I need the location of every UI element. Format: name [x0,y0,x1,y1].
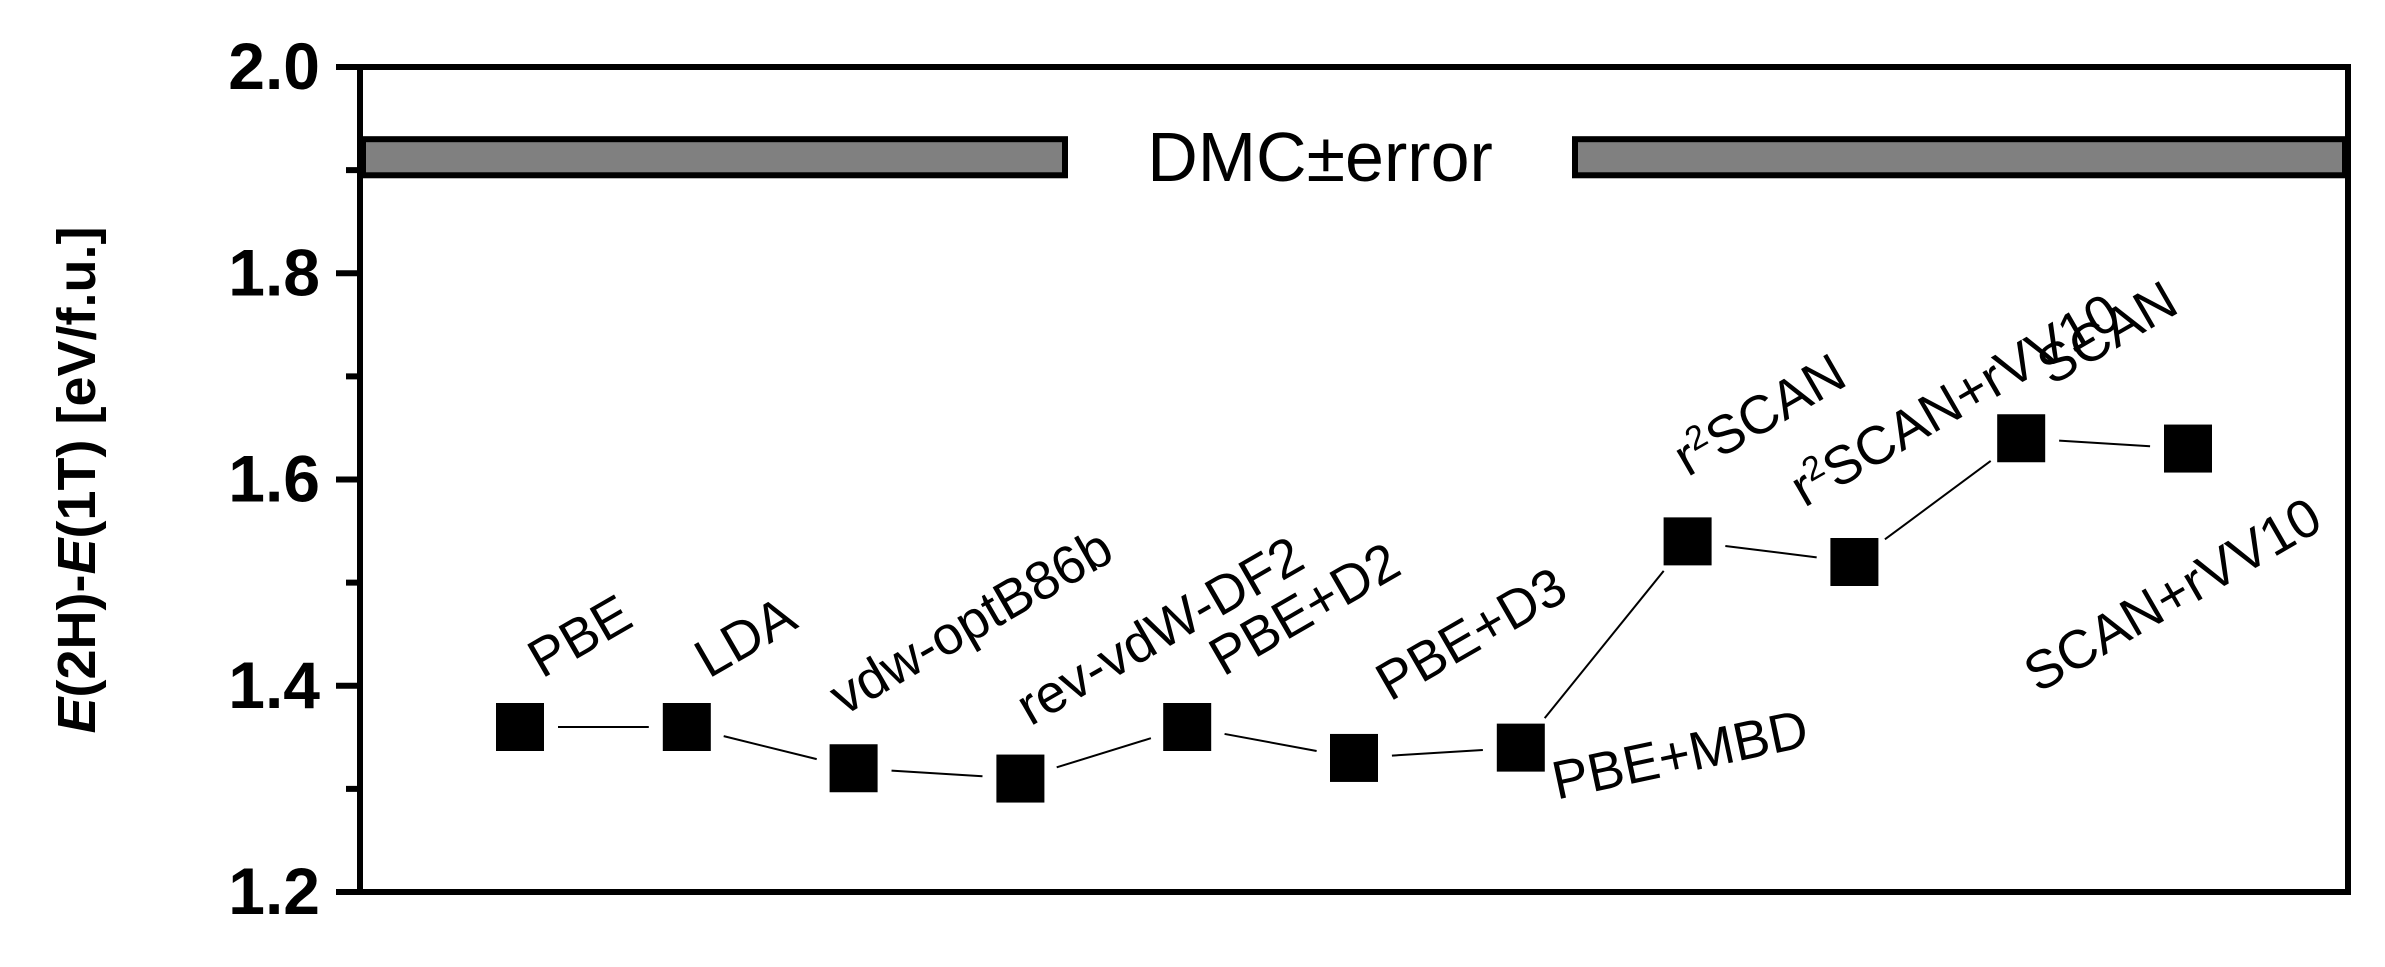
data-point-label: PBE [518,583,642,689]
data-point-marker [1163,703,1212,751]
y-tick-label: 1.6 [228,442,320,516]
series-line-segment [1725,545,1817,559]
y-tick-label: 1.2 [228,854,320,928]
reference-band-left [360,136,1068,179]
y-axis-label-part2: (1T) [eV/f.u.] [47,226,107,538]
y-tick-label: 1.4 [228,648,320,722]
data-point-marker [829,744,878,793]
series-markers-layer [496,414,2212,803]
series-line-segment [1543,570,1665,719]
data-point-marker [1496,723,1545,772]
data-point-marker [662,703,711,751]
series-line-segment [2059,439,2151,448]
data-point-marker [2164,424,2212,473]
reference-band-label: DMC±error [1147,118,1493,196]
reference-band-right [1572,136,2348,179]
data-point-marker [996,754,1045,803]
series-lines-layer [558,439,2151,778]
data-point-marker [496,703,544,751]
series-line-segment [891,769,983,778]
data-point-label: PBE+MBD [1547,699,1813,812]
data-point-marker [1997,414,2046,463]
y-tick-label: 2.0 [228,29,320,103]
data-point-marker [1330,733,1378,782]
reference-band-layer: DMC±error [360,118,2348,196]
series-line-segment [1224,732,1317,752]
data-point-label: SCAN [2027,270,2187,397]
y-axis-label-italic-e1: E [47,696,107,734]
series-line-segment [723,735,817,761]
data-point-label: SCAN+rVV10 [2014,486,2331,704]
y-tick-label: 1.8 [228,235,320,309]
y-axis-label-italic-e2: E [47,537,107,575]
series-line-segment [1056,737,1152,769]
series-line-segment [1884,460,1992,541]
data-point-marker [1830,538,1879,586]
y-axis-label-part1: (2H)- [47,575,107,698]
data-point-marker [1663,517,1712,566]
data-point-label: LDA [685,585,806,689]
series-line-segment [1391,748,1483,757]
axes-layer: 1.2 1.4 1.6 1.8 2.0 [228,29,2351,928]
y-axis-label: E(2H)-E(1T) [eV/f.u.] [47,226,107,733]
